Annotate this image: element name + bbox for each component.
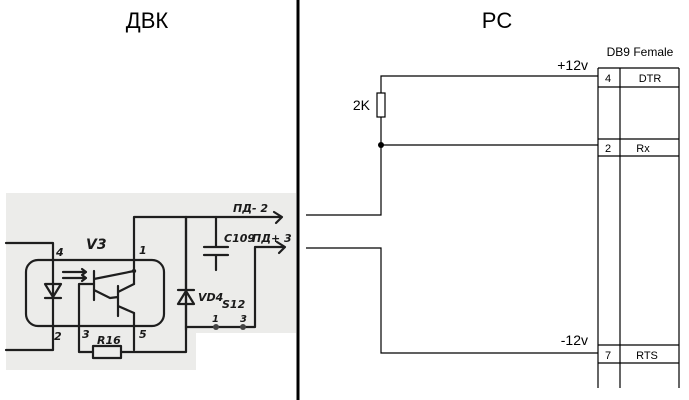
jumper-pin-1 bbox=[213, 324, 219, 330]
diode-vd4-icon bbox=[176, 215, 196, 332]
jumper-label: S12 bbox=[222, 298, 246, 311]
connector-pin-rts: 7 RTS bbox=[605, 350, 658, 362]
optocoupler-body bbox=[24, 258, 166, 328]
wire-pd-minus bbox=[306, 145, 382, 216]
right-header: PC bbox=[482, 8, 513, 33]
output-arrow-1-icon bbox=[272, 210, 284, 225]
pin-5-label: 5 bbox=[139, 328, 147, 341]
resistor-2k-icon bbox=[376, 92, 386, 118]
led-icon bbox=[43, 282, 63, 300]
scan-background bbox=[6, 193, 296, 370]
wire-rts bbox=[306, 247, 598, 354]
jumper-wire bbox=[184, 245, 285, 329]
capacitor-c109-icon bbox=[202, 215, 230, 272]
pin-name: RTS bbox=[636, 350, 658, 362]
pin-3-label: 3 bbox=[82, 328, 90, 341]
connector-pin-rx: 2 Rx bbox=[605, 143, 650, 155]
jumper-pin-3-label: 3 bbox=[240, 314, 247, 325]
pin-name: DTR bbox=[639, 73, 662, 85]
resistor-2k-label: 2K bbox=[353, 97, 371, 113]
jumper-pin-1-label: 1 bbox=[212, 314, 219, 325]
output-1-label: ПД- 2 bbox=[233, 202, 268, 215]
pin-4-label: 4 bbox=[55, 246, 64, 259]
diode-label: VD4 bbox=[198, 291, 223, 304]
resistor-r16-label: R16 bbox=[97, 334, 121, 347]
pin-number: 2 bbox=[605, 143, 611, 155]
wire-dtr bbox=[380, 75, 598, 93]
optocoupler-label: V3 bbox=[86, 237, 107, 253]
plus-12v-label: +12v bbox=[557, 57, 588, 73]
scanned-schematic: V3 4 2 1 3 5 R16 ПД- 2 C109 VD4 ПД+ 3 bbox=[4, 193, 296, 370]
left-header: ДВК bbox=[126, 8, 169, 33]
pin-1-label: 1 bbox=[139, 244, 147, 257]
capacitor-label: C109 bbox=[224, 232, 255, 245]
pin-name: Rx bbox=[636, 143, 650, 155]
pin-number: 4 bbox=[605, 73, 611, 85]
pc-schematic: 2K +12v -12v DB9 Female 4 DTR 2 Rx 7 RTS bbox=[306, 45, 680, 388]
pin-number: 7 bbox=[605, 350, 611, 362]
jumper-pin-3 bbox=[240, 324, 246, 330]
top-rail bbox=[132, 215, 282, 257]
output-2-label: ПД+ 3 bbox=[252, 232, 292, 245]
minus-12v-label: -12v bbox=[561, 332, 588, 348]
connector-pin-dtr: 4 DTR bbox=[605, 73, 661, 85]
phototransistor-icon bbox=[92, 269, 136, 318]
light-arrows-icon bbox=[61, 267, 88, 283]
output-arrow-2-icon bbox=[275, 240, 287, 255]
junction-dot bbox=[131, 268, 137, 274]
pin-2-label: 2 bbox=[54, 330, 62, 343]
resistor-r16-icon bbox=[91, 344, 123, 360]
connector-title: DB9 Female bbox=[607, 45, 674, 59]
